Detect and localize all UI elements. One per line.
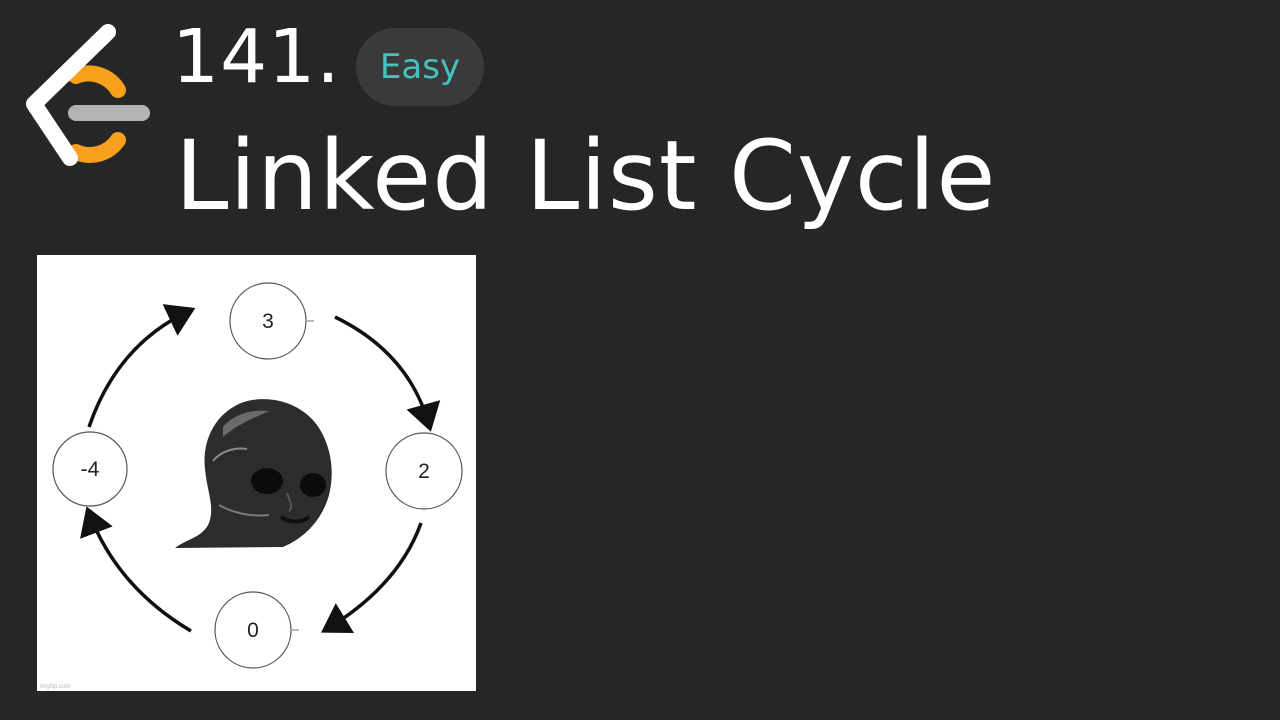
leetcode-logo [26,24,150,166]
list-node: 2 [385,432,463,510]
list-node: 0 [214,591,299,669]
linked-list-cycle-diagram: 3 2 0 -4 imgflip.com [37,255,476,691]
wojak-face-illustration [175,399,332,548]
cycle-graph: 3 2 0 -4 imgflip.com [40,282,463,690]
node-label: 2 [418,460,430,483]
arrow-0-to-neg4 [80,506,192,633]
list-node: 3 [229,282,314,360]
node-label: 3 [262,310,274,333]
image-watermark: imgflip.com [40,684,70,690]
difficulty-badge: Easy [356,28,484,106]
arrow-3-to-2 [334,315,441,432]
difficulty-label: Easy [379,47,461,87]
arrow-2-to-0 [321,522,423,633]
node-label: 0 [247,619,259,642]
node-label: -4 [81,458,100,481]
problem-title: Linked List Cycle [175,120,997,232]
arrow-neg4-to-3 [87,304,196,428]
list-node: -4 [52,431,128,507]
problem-number: 141. [172,14,341,100]
